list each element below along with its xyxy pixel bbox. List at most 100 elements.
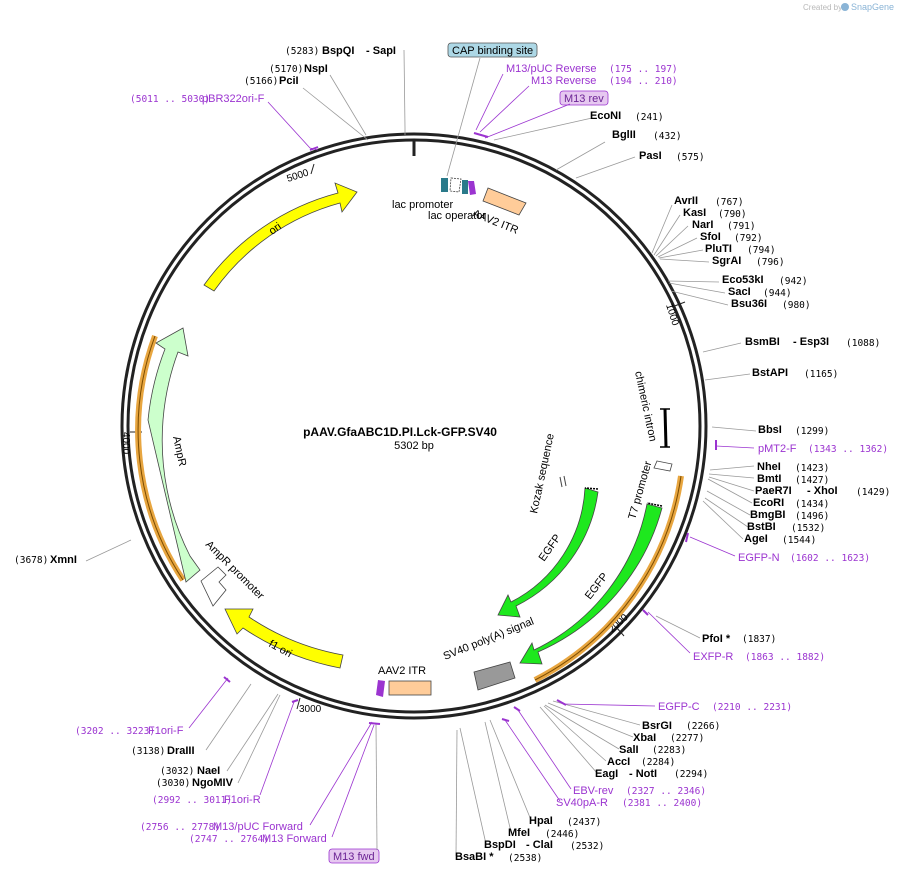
leader-egfp-n [689,536,736,557]
site-name-paer7i: PaeR7I [755,485,792,497]
m13-fwd-label: M13 fwd [333,851,375,863]
site-name-xmni: XmnI [50,554,77,566]
lac-promoter-label: lac promoter [392,199,453,211]
t7-promoter-arrow [653,460,673,472]
site-pos-bspqi: (5283) [285,46,319,57]
site-name-pasi: PasI [639,150,662,162]
primer-pos-m13-reverse: (194 .. 210) [609,76,678,87]
purple-marker-bottom [376,680,385,697]
primer-pos-egfp-n: (1602 .. 1623) [790,553,870,564]
sv40-polya-label: SV40 poly(A) signal [442,615,536,662]
leader-bsrgi [552,700,641,726]
site-pos-xbai: (2277) [670,733,704,744]
sv40-polya-box [473,661,516,691]
creator-prefix: Created by [803,3,842,12]
marker-m13-forward [368,722,381,725]
kozak-mark-b [563,475,567,487]
marker-egfp-c [556,699,567,706]
site-name-bsrgi: BsrGI [642,720,672,732]
leader-nari [655,225,689,257]
tick-label-4000: 4000 [120,432,131,455]
site-pos-bmgbi: (1496) [795,511,829,522]
creator-credit: Created by SnapGene [803,2,894,12]
leader-bstapi [704,373,751,381]
tick-1000 [671,301,686,308]
primer-pos-pmt2-f: (1343 .. 1362) [808,444,888,455]
egfp-arrow-1-start [584,487,599,490]
leader-ecori [707,478,753,504]
site-name-bspqi: BspQI [322,45,354,57]
primer-pos-m13-forward: (2747 .. 2764) [189,834,269,845]
plasmid-name: pAAV.GfaABC1D.PI.Lck-GFP.SV40 [303,425,497,439]
primer-name-pbr322ori-f: pBR322ori-F [202,93,265,105]
leader-pasi [575,156,636,179]
site-pos-ngomiv: (3030) [156,778,190,789]
marker-f1ori-f [223,676,231,683]
ampr-promoter-arrow [200,566,227,607]
tick-5000 [310,163,315,175]
site-name-pcii: PciI [279,75,299,87]
site-name-draiii: DraIII [167,745,195,757]
site-name-sfoi: SfoI [700,231,721,243]
primer-leader-lines [188,73,755,838]
f1-ori-arrow [224,608,344,669]
leader-draiii [205,683,252,751]
leader-agei [702,500,744,540]
primer-pos-egfp-c: (2210 .. 2231) [712,702,792,713]
site-pos-sgrai: (796) [756,257,785,268]
leader-egfp-c [562,703,656,707]
site-pos-nspi: (5170) [269,64,303,75]
ampr-label: AmpR [170,435,188,467]
leader-mfei [484,721,512,833]
site-pos-bbsi: (1299) [795,426,829,437]
egfp-arrow-1 [497,487,599,618]
creator-brand: SnapGene [851,2,894,12]
site-name-kasi: KasI [683,207,706,219]
primer-name-m13-reverse: M13 Reverse [531,75,596,87]
site-pos-pfoi: (1837) [742,634,776,645]
lac-operator-label: lac operator [428,210,486,222]
site-name-bstbi: BstBI [747,521,776,533]
site-pos-ecori: (1434) [795,499,829,510]
leader-sgrai [659,258,710,263]
primer-labels: (5011 .. 5030) pBR322ori-F M13/pUC Rever… [75,63,888,845]
kozak-mark-a [559,476,563,488]
leader-sali [544,704,620,750]
primer-pos-f1ori-r: (2992 .. 3011) [152,795,232,806]
site-name-hpai: HpaI [529,815,553,827]
chimeric-intron-label: chimeric intron [632,370,659,442]
primer-name-f1ori-r: F1ori-R [224,794,261,806]
m13-rev-box [559,90,609,106]
primer-markers [223,132,717,725]
site-name-avrii: AvrII [674,195,698,207]
leader-m13-reverse [479,85,530,133]
leader-m13puc-forward [309,721,373,826]
site-pair-sapi: - SapI [366,45,396,57]
leader-hpai [489,719,532,821]
primer-name-m13-forward: M13 Forward [262,833,327,845]
site-pos-bsabi: (2538) [508,853,542,864]
site-pos-acci: (2284) [641,757,675,768]
site-pos-bsmbi: (1088) [846,338,880,349]
marker-pbr322ori-f [309,146,319,151]
site-pos-eco53ki: (942) [779,276,808,287]
site-pos-avrii: (767) [715,197,744,208]
restriction-site-labels: (5283) BspQI - SapI (5170) NspI (5166) P… [14,45,890,864]
primer-name-sv40pa-r: SV40pA-R [556,797,608,809]
leader-paer7i [708,476,755,492]
site-pos-kasi: (790) [718,209,747,220]
primer-name-exfp-r: EXFP-R [693,651,733,663]
tick-2000 [615,626,625,637]
site-name-nari: NarI [692,219,713,231]
leader-pcii [302,87,369,141]
leader-pluti [658,249,704,259]
cap-binding-site-box [447,42,538,58]
primer-pos-f1ori-f: (3202 .. 3223) [75,726,155,737]
site-pos-sfoi: (792) [734,233,763,244]
site-name-econi: EcoNI [590,110,621,122]
aav2-itr-top [482,187,527,216]
site-name-ecori: EcoRI [753,497,784,509]
site-pos-nhei: (1423) [795,463,829,474]
leader-m13puc-reverse [475,73,504,131]
